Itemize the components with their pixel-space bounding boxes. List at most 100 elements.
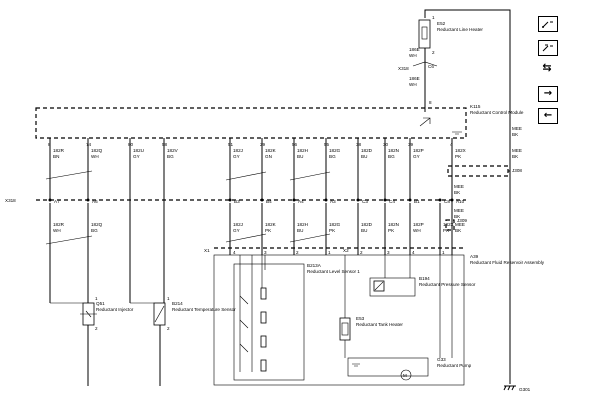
- wire-label-circuit: 182J: [233, 148, 243, 153]
- wire-label-color: BG: [91, 228, 98, 233]
- arrows-icon: ⇆: [538, 60, 556, 74]
- x318-pin-B1: B1: [414, 199, 420, 204]
- wire-label-circuit: 182K: [265, 222, 277, 227]
- wire-label-color: GY: [233, 154, 240, 159]
- splice-label-color: BK: [512, 132, 519, 137]
- x318-top-label: X318: [398, 66, 409, 71]
- wire-label-circuit: 182U: [133, 148, 144, 153]
- module-pin-58: 58: [162, 142, 168, 147]
- e52-pin-bottom: 2: [432, 50, 435, 55]
- g301-ground: G301: [503, 385, 531, 392]
- wire-label-color: PK: [443, 228, 450, 233]
- x318-pin-A10: A10: [456, 199, 465, 204]
- wire-label-circuit: 182N: [388, 148, 399, 153]
- a39-id: A39: [470, 254, 479, 259]
- module-pin-56: 56: [292, 142, 298, 147]
- e52-name: Reductant Line Heater: [437, 27, 483, 32]
- splice-label-color: BK: [454, 214, 461, 219]
- x318-pin-A7: A7: [54, 199, 60, 204]
- wire-label-color: GN: [265, 154, 272, 159]
- q51-pin-top: 1: [95, 296, 98, 301]
- wire-label-color: GY: [413, 154, 420, 159]
- b194-pressure-sensor: B194 Reductant Pressure Sensor: [369, 276, 476, 297]
- wire-186e-upper-color: WH: [409, 53, 417, 58]
- pump-feed: [439, 255, 453, 358]
- wire-label-circuit: MEE: [455, 222, 465, 227]
- sensor-return: [87, 325, 161, 386]
- splice-label-circuit: MEE: [454, 184, 464, 189]
- arrow-left-icon: ←: [538, 108, 558, 124]
- splice-label-circuit: MEE: [454, 208, 464, 213]
- wire-label-circuit: MEE: [512, 148, 522, 153]
- wire-label-circuit: 182P: [413, 222, 424, 227]
- wire-label-color: BK: [455, 228, 462, 233]
- x318-pin-C4: C4: [389, 199, 395, 204]
- twisted-pair-mark: [45, 235, 93, 245]
- x1-pin-1: 1: [328, 250, 331, 255]
- wire-label-color: WH: [413, 228, 421, 233]
- x318-pin-dot: [86, 198, 90, 202]
- wire-label-circuit: 182N: [388, 222, 399, 227]
- module-pin-38: 38: [356, 142, 362, 147]
- x318-pin-dot: [383, 198, 387, 202]
- a39-assembly-box: [213, 254, 465, 386]
- wire-label-circuit: 182X: [455, 148, 466, 153]
- b214-pin-top: 1: [167, 296, 170, 301]
- level-sensor-feed: [239, 255, 266, 288]
- k115-id: K115: [470, 104, 481, 109]
- module-pin-80: 80: [128, 142, 134, 147]
- wire-186e-upper-circuit: 186E: [409, 47, 420, 52]
- a39-name: Reductant Fluid Reservoir Assembly: [470, 260, 545, 265]
- module-pin-30: 30: [383, 142, 389, 147]
- e53-tank-heater: E53 Reductant Tank Heater: [339, 316, 403, 341]
- wire-label-color: PK: [455, 154, 462, 159]
- wire-label-circuit: 182X: [443, 222, 454, 227]
- splice-label-color: BK: [454, 190, 461, 195]
- wire-label-color: BG: [167, 154, 174, 159]
- twisted-pair-mark: [289, 233, 331, 243]
- wire-label-circuit: 182R: [53, 148, 65, 153]
- j309-label: J309: [457, 218, 467, 223]
- x318-pin-dot: [228, 198, 232, 202]
- b194-name: Reductant Pressure Sensor: [419, 282, 476, 287]
- wire-label-color: BU: [361, 154, 367, 159]
- x2-pin-3: 3: [387, 250, 390, 255]
- b194-id: B194: [419, 276, 430, 281]
- k115-name: Reductant Control Module: [470, 110, 524, 115]
- wire-label-circuit: 182D: [361, 222, 373, 227]
- b213a-id: B213A: [307, 263, 322, 268]
- b213a-level-sensor: B213A Reductant Level Sensor 1: [233, 263, 360, 381]
- x2-label: X2: [343, 248, 349, 253]
- x318-pin-C3: C3: [362, 199, 368, 204]
- twisted-pair-mark: [225, 171, 267, 181]
- j308-label: J308: [512, 168, 522, 173]
- module-pin-51: 51: [228, 142, 234, 147]
- e52-line-heater: 1 2 E52 Reductant Line Heater: [418, 15, 483, 55]
- wire-label-color: PK: [388, 228, 395, 233]
- e53-name: Reductant Tank Heater: [356, 322, 403, 327]
- wire-label-color: BG: [388, 154, 395, 159]
- wire-186e-lower-circuit: 186E: [409, 76, 420, 81]
- wire-186e-lower-color: WH: [409, 82, 417, 87]
- g33-motor-symbol: M: [403, 373, 407, 378]
- x318-pin-A3: A3: [330, 199, 336, 204]
- wire-label-circuit: 182Q: [91, 148, 103, 153]
- x318-pin-dot: [292, 198, 296, 202]
- wire-label-circuit: 182G: [329, 148, 341, 153]
- wire-label-circuit: 182P: [413, 148, 424, 153]
- module-pin-55: 55: [324, 142, 330, 147]
- x318-pin-dot: [408, 198, 412, 202]
- wire-label-circuit: 182V: [167, 148, 179, 153]
- wire-label-circuit: 182Q: [91, 222, 103, 227]
- wire-label-color: BU: [297, 228, 303, 233]
- wire-label-color: BG: [329, 154, 336, 159]
- x2-pin-1: 1: [442, 250, 445, 255]
- twisted-pair-mark: [289, 171, 331, 181]
- wire-label-circuit: 182R: [53, 222, 65, 227]
- b214-id: B214: [172, 301, 183, 306]
- x2-pin-4: 4: [412, 250, 415, 255]
- x318-pin-dot: [438, 198, 442, 202]
- x318-top-pin: C6: [428, 64, 434, 69]
- module-pin-29: 29: [260, 142, 266, 147]
